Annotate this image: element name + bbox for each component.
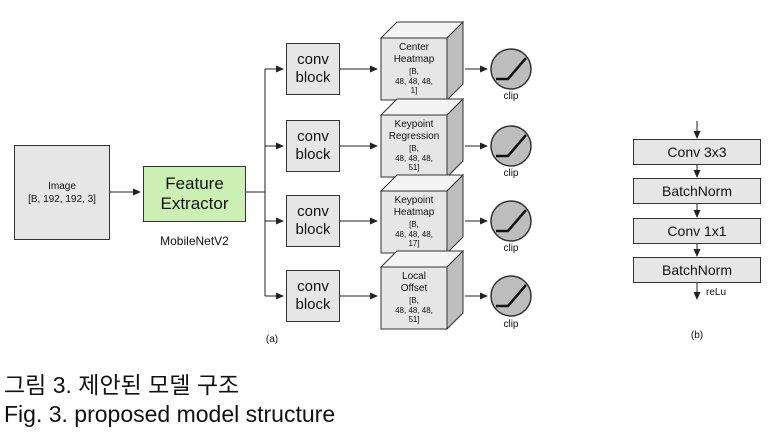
head-shape: [B, — [409, 144, 419, 153]
feature-extractor-line1: Feature — [165, 174, 224, 193]
conv-block-label: conv — [297, 203, 329, 220]
head-title: Local — [402, 271, 426, 282]
conv-block-1: conv block — [286, 43, 340, 95]
head-cube-2 — [379, 97, 465, 179]
detail-layer-batchnorm-1: BatchNorm — [633, 178, 761, 204]
head-shape: 1] — [410, 86, 418, 95]
conv-block-label: block — [295, 296, 331, 313]
conv-block-label: block — [295, 221, 331, 238]
head-cube-1 — [379, 20, 465, 102]
head-shape: [B, — [409, 67, 419, 76]
conv-block-label: conv — [297, 128, 329, 145]
caption-english: Fig. 3. proposed model structure — [4, 401, 336, 427]
detail-layer-batchnorm-2: BatchNorm — [633, 257, 761, 283]
clip-label: clip — [503, 168, 519, 179]
clip-label: clip — [503, 91, 519, 102]
head-title: Keypoint — [394, 119, 434, 130]
head-shape: 48, 48, 48, — [395, 77, 433, 86]
conv-block-label: conv — [297, 278, 329, 295]
panel-b-label: (b) — [690, 330, 704, 341]
panel-a-label: (a) — [265, 334, 279, 345]
head-shape: 17] — [408, 239, 420, 248]
backbone-label: MobileNetV2 — [160, 234, 229, 248]
head-label-keypoint-heatmap: Keypoint Heatmap [B, 48, 48, 48, 17] — [381, 195, 447, 248]
head-cube-3 — [379, 173, 465, 255]
input-image-shape: [B, 192, 192, 3] — [28, 193, 96, 205]
conv-block-2: conv block — [286, 120, 340, 172]
head-title: Offset — [400, 283, 428, 294]
head-shape: 48, 48, 48, — [395, 230, 433, 239]
head-shape: [B, — [409, 220, 419, 229]
conv-block-label: conv — [297, 51, 329, 68]
conv-block-3: conv block — [286, 195, 340, 247]
input-image-box: Image [B, 192, 192, 3] — [14, 145, 110, 240]
head-shape: 51] — [408, 163, 420, 172]
head-shape: 51] — [408, 315, 420, 324]
head-cube-4 — [379, 249, 465, 331]
head-shape: 48, 48, 48, — [395, 154, 433, 163]
input-image-title: Image — [48, 180, 76, 192]
caption-korean: 그림 3. 제안된 모델 구조 — [4, 372, 240, 398]
head-title: Center — [398, 42, 429, 53]
head-label-center-heatmap: Center Heatmap [B, 48, 48, 48, 1] — [381, 42, 447, 95]
clip-activation-icon — [490, 200, 532, 242]
clip-activation-icon — [490, 275, 532, 317]
head-shape: [B, — [409, 296, 419, 305]
feature-extractor-box: Feature Extractor — [143, 166, 246, 222]
detail-layer-conv3x3: Conv 3x3 — [633, 139, 761, 165]
clip-label: clip — [503, 319, 519, 330]
feature-extractor-line2: Extractor — [160, 194, 229, 213]
detail-layer-conv1x1: Conv 1x1 — [633, 218, 761, 244]
clip-label: clip — [503, 243, 519, 254]
clip-activation-icon — [490, 125, 532, 167]
detail-activation-label: reLu — [706, 287, 727, 298]
head-label-local-offset: Local Offset [B, 48, 48, 48, 51] — [381, 271, 447, 324]
conv-block-label: block — [295, 69, 331, 86]
head-label-keypoint-regression: Keypoint Regression [B, 48, 48, 48, 51] — [381, 119, 447, 172]
head-title: Keypoint — [394, 195, 434, 206]
head-title: Regression — [388, 131, 440, 142]
head-title: Heatmap — [393, 207, 435, 218]
conv-block-label: block — [295, 146, 331, 163]
clip-activation-icon — [490, 48, 532, 90]
head-title: Heatmap — [393, 54, 435, 65]
conv-block-4: conv block — [286, 270, 340, 322]
head-shape: 48, 48, 48, — [395, 306, 433, 315]
